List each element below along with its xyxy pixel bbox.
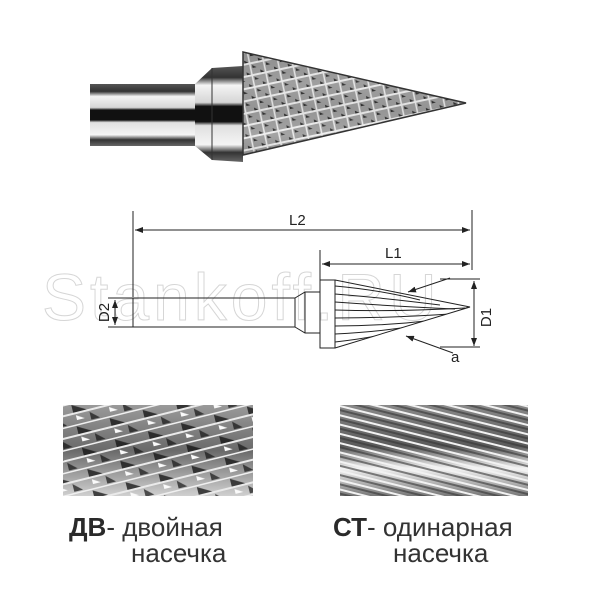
cut-code-single: СТ xyxy=(333,512,368,542)
dim-label-l1: L1 xyxy=(385,245,402,262)
cut-type-single-line2: насечка xyxy=(393,540,488,566)
burr-photo xyxy=(90,51,467,162)
double-cut-sample xyxy=(63,405,253,496)
cut-type-double-line2: насечка xyxy=(131,540,226,566)
cut-name-single-line1: одинарная xyxy=(382,512,513,542)
dim-label-angle: a xyxy=(451,349,460,366)
cut-separator: - xyxy=(367,512,376,542)
cut-separator: - xyxy=(106,512,115,542)
cut-name-double-line1: двойная xyxy=(122,512,223,542)
cut-type-single: СТ- одинарная xyxy=(333,514,513,540)
cut-code-double: ДВ xyxy=(69,512,107,542)
dim-label-d2: D2 xyxy=(96,302,114,323)
cut-name-double-line2: насечка xyxy=(131,538,227,568)
cut-type-double: ДВ- двойная xyxy=(69,514,223,540)
single-cut-sample xyxy=(340,405,528,496)
dim-label-d1: D1 xyxy=(478,307,496,328)
dim-label-l2: L2 xyxy=(289,212,306,229)
cut-name-single-line2: насечка xyxy=(393,538,489,568)
